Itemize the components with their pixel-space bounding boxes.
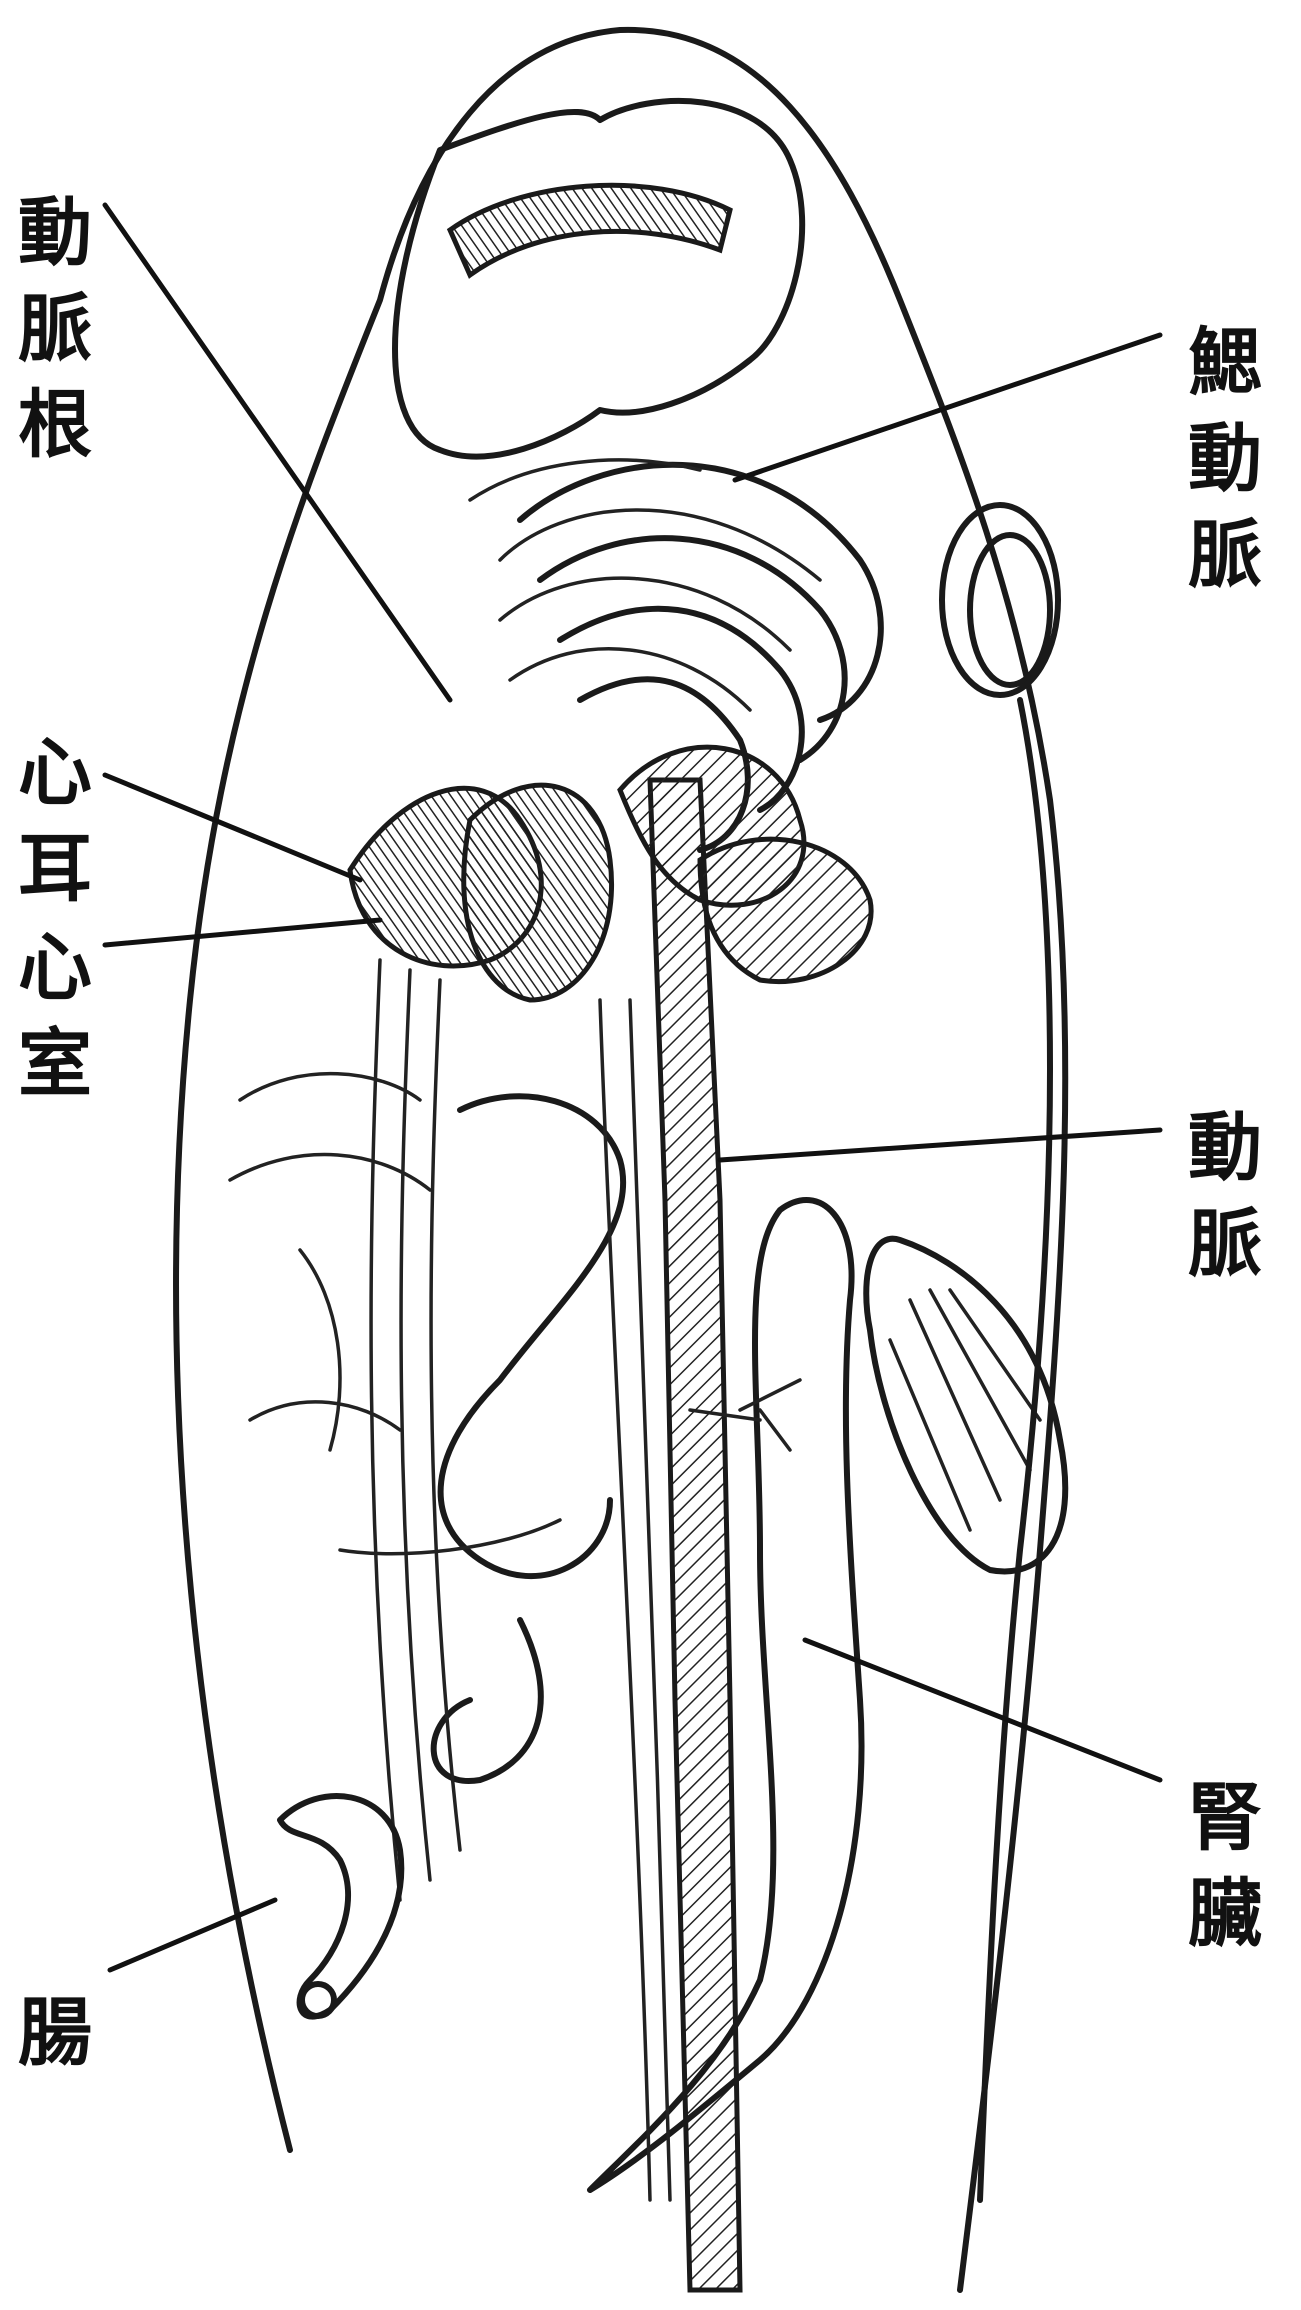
leader-intestine — [110, 1900, 275, 1970]
ventricle — [464, 785, 612, 1000]
label-kidney: 腎臟 — [1180, 1770, 1270, 1962]
gill-arch-top — [450, 185, 730, 275]
label-gill-artery: 鰓動脈 — [1180, 315, 1270, 603]
liver — [441, 1096, 624, 1576]
eye-outer — [942, 505, 1058, 695]
leader-atrium — [105, 775, 360, 880]
label-ventricle: 心室 — [10, 920, 100, 1112]
label-atrium: 心耳 — [10, 725, 100, 917]
left-vessel-web — [230, 1074, 560, 1554]
gill-vessels — [470, 460, 820, 710]
dorsal-aorta — [650, 780, 740, 2290]
intestine — [280, 1796, 401, 2017]
label-intestine: 腸 — [10, 1985, 100, 2081]
cardinal-veins — [371, 960, 670, 2200]
label-aortic-root: 動脈根 — [10, 185, 100, 473]
intestine-end — [302, 1984, 334, 2016]
leader-ventricle — [105, 920, 380, 945]
lateral-vessel — [980, 700, 1050, 2200]
aortic-branch-loop-2 — [700, 839, 871, 981]
leader-aortic-root — [105, 205, 450, 700]
leader-artery — [720, 1130, 1160, 1160]
label-artery: 動脈 — [1180, 1100, 1270, 1292]
leader-gill-artery — [735, 335, 1160, 480]
head — [395, 101, 802, 457]
